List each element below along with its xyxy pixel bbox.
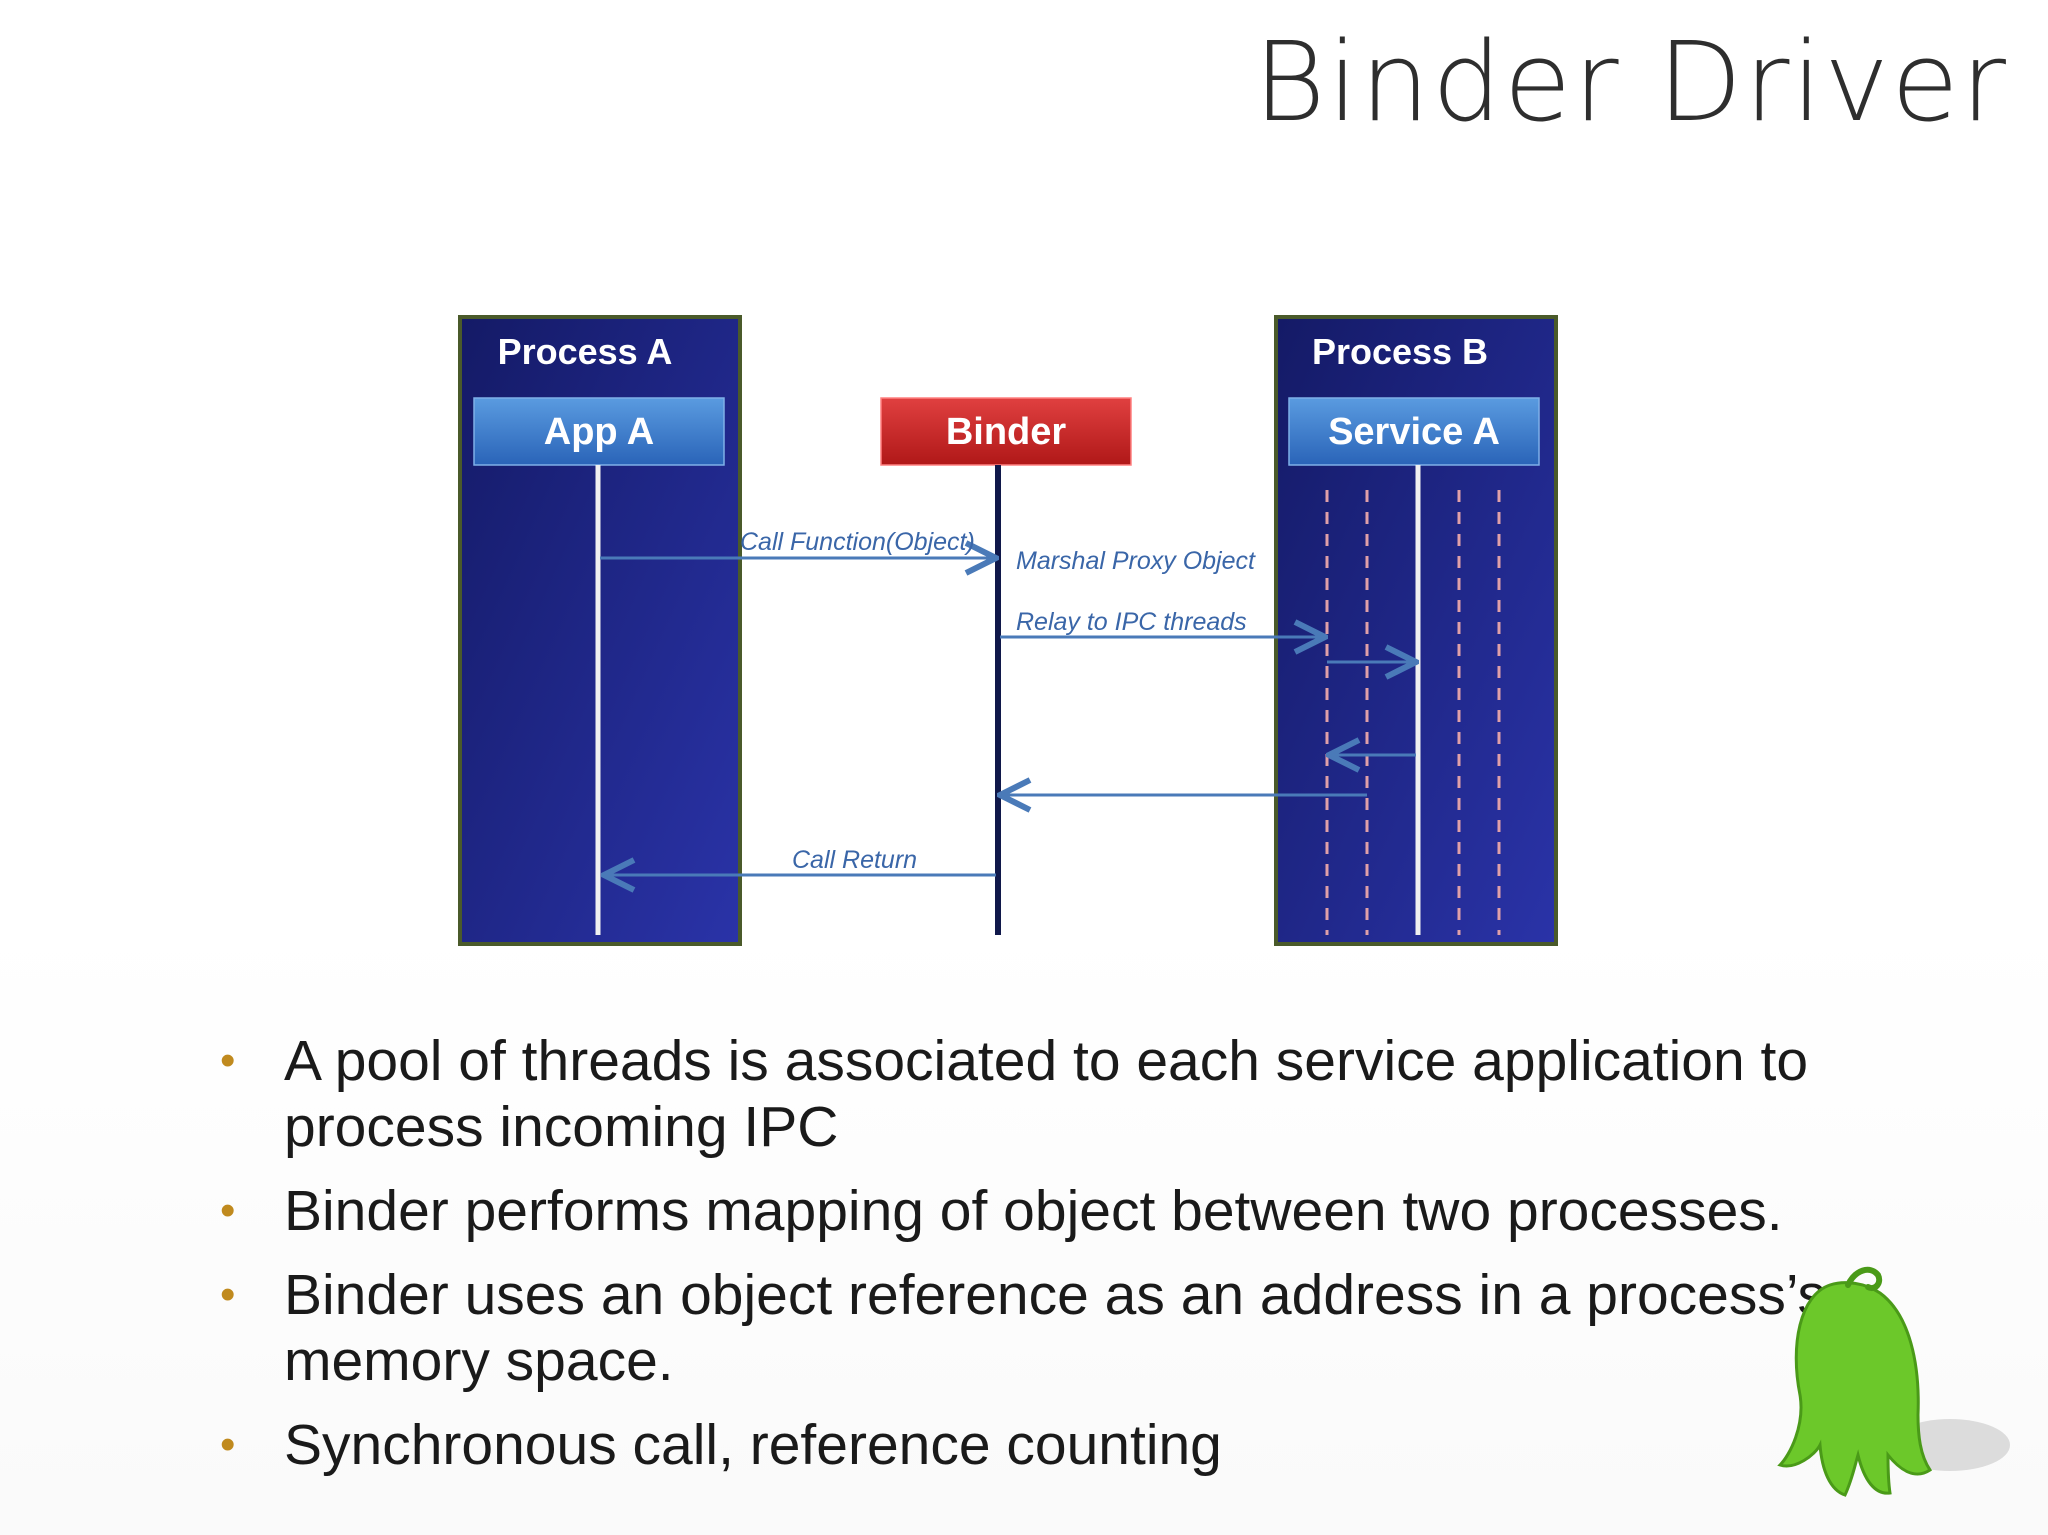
bullet-dot-icon: • <box>220 1036 236 1085</box>
marshal-label: Marshal Proxy Object <box>1016 547 1256 575</box>
call-function-label: Call Function(Object) <box>740 528 975 556</box>
relay-label: Relay to IPC threads <box>1016 608 1247 636</box>
process-a-panel: Process A App A <box>458 315 742 946</box>
binder-box <box>880 397 1132 466</box>
service-a-label: Service A <box>1328 411 1500 453</box>
process-b-panel: Process B Service A <box>1274 315 1558 946</box>
bullet-item: •Binder uses an object reference as an a… <box>220 1263 1827 1393</box>
bullet-dot-icon: • <box>220 1420 236 1469</box>
bullet-item: •A pool of threads is associated to each… <box>220 1029 1809 1159</box>
bullet-dot-icon: • <box>220 1186 236 1235</box>
bullet-item: •Binder performs mapping of object betwe… <box>220 1179 1783 1243</box>
process-a-title: Process A <box>498 331 673 372</box>
app-a-box <box>473 397 725 466</box>
bullet-dot-icon: • <box>220 1270 236 1319</box>
binder-label: Binder <box>946 411 1067 453</box>
service-a-box <box>1288 397 1540 466</box>
binder-node: Binder <box>880 397 1132 935</box>
app-a-label: App A <box>544 411 654 453</box>
green-ghost-mascot-icon <box>1777 1266 2010 1497</box>
process-b-title: Process B <box>1312 331 1488 372</box>
bullet-list: •A pool of threads is associated to each… <box>214 1028 2014 1496</box>
binder-sequence-diagram: Process A App A Binder Process B Service… <box>458 315 1558 946</box>
bullet-item: •Synchronous call, reference counting <box>220 1413 1222 1477</box>
slide-title: Binder Driver <box>1253 18 2008 146</box>
call-return-label: Call Return <box>792 846 917 874</box>
